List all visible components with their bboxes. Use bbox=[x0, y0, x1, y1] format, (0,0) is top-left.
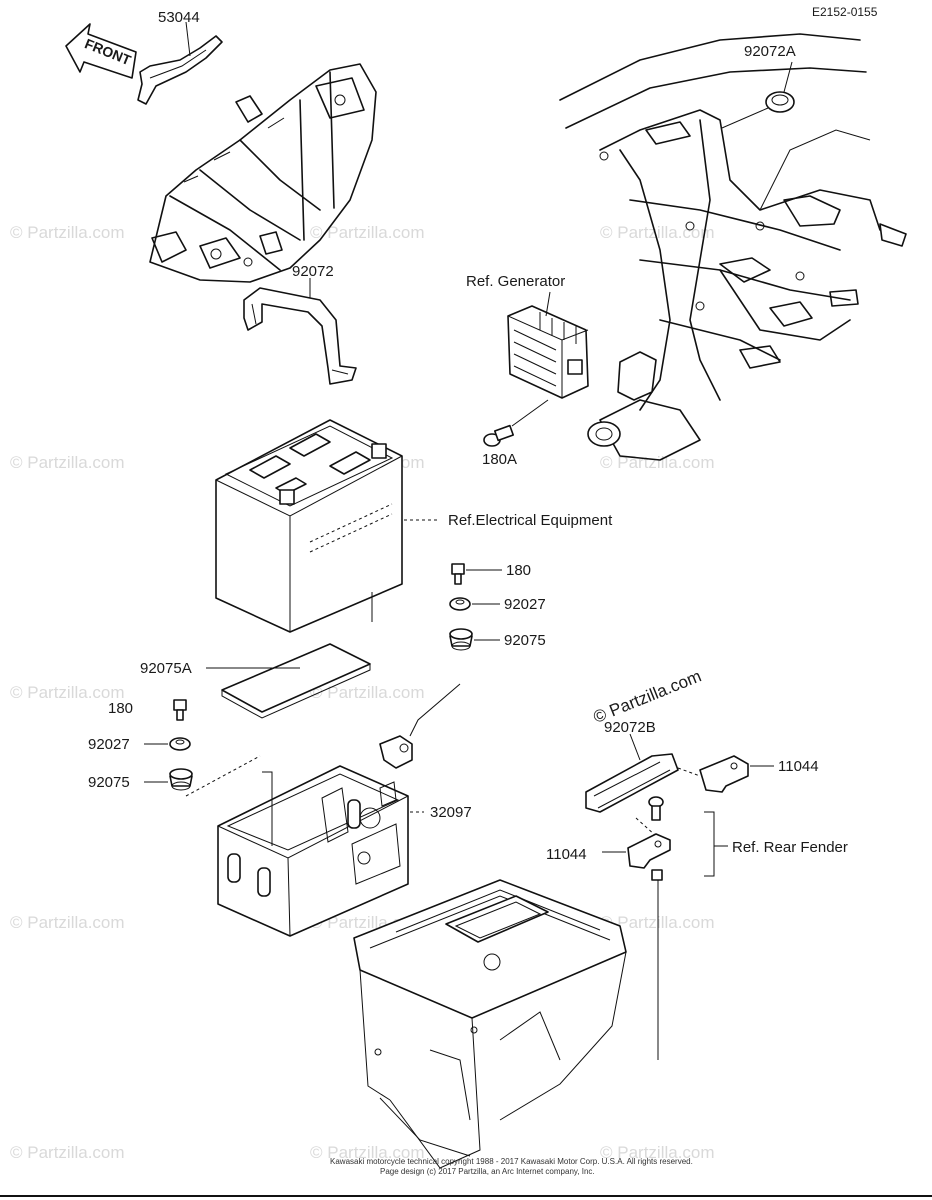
footer-design: Page design (c) 2017 Partzilla, an Arc I… bbox=[380, 1167, 595, 1176]
leader-strap-bracket bbox=[677, 767, 701, 777]
watermark-prominent: © Partzilla.com bbox=[591, 666, 704, 727]
watermark: © Partzilla.com bbox=[10, 223, 125, 242]
part-92072-strap[interactable] bbox=[243, 287, 357, 385]
callout-11044-left[interactable]: 11044 bbox=[546, 846, 587, 863]
watermark: © Partzilla.com bbox=[600, 453, 715, 472]
callout-92027-right[interactable]: 92027 bbox=[504, 596, 546, 613]
part-53044-bracket[interactable] bbox=[137, 35, 223, 105]
part-180A-bolt[interactable] bbox=[483, 424, 515, 447]
watermark-layer: © Partzilla.com © Partzilla.com © Partzi… bbox=[10, 223, 715, 1162]
leader-bolt-center bbox=[635, 817, 657, 837]
rear-fender-assembly bbox=[353, 879, 627, 1169]
callout-92072B[interactable]: 92072B bbox=[604, 719, 656, 736]
watermark: © Partzilla.com bbox=[310, 1143, 425, 1162]
watermark: © Partzilla.com bbox=[310, 223, 425, 242]
watermark: © Partzilla.com bbox=[600, 1143, 715, 1162]
part-92075-damper-left[interactable] bbox=[169, 768, 193, 791]
leader-92072A-frame bbox=[721, 107, 769, 129]
callout-92072A[interactable]: 92072A bbox=[744, 43, 796, 60]
leader-180A bbox=[511, 399, 549, 427]
watermark: © Partzilla.com bbox=[10, 1143, 125, 1162]
battery[interactable] bbox=[215, 419, 403, 633]
watermark: © Partzilla.com bbox=[10, 683, 125, 702]
callout-92027-left[interactable]: 92027 bbox=[88, 736, 130, 753]
regulator-rectifier[interactable] bbox=[507, 305, 589, 399]
part-11044-bracket-left[interactable] bbox=[627, 833, 671, 869]
main-frame-assembly bbox=[559, 33, 907, 461]
part-180-bolt-left[interactable] bbox=[173, 699, 187, 721]
callout-92075A[interactable]: 92075A bbox=[140, 660, 192, 677]
part-92075A-pad[interactable] bbox=[221, 643, 371, 719]
part-nut[interactable] bbox=[651, 869, 663, 881]
part-92075-damper-right[interactable] bbox=[449, 628, 473, 651]
callout-ref-electrical[interactable]: Ref.Electrical Equipment bbox=[448, 512, 613, 529]
part-92027-collar-right[interactable] bbox=[449, 597, 471, 611]
watermark: © Partzilla.com bbox=[10, 453, 125, 472]
footer-copyright: Kawasaki motorcycle technical copyright … bbox=[330, 1157, 693, 1166]
part-bolt-center[interactable] bbox=[648, 796, 664, 821]
diagram-ref-code: E2152-0155 bbox=[812, 5, 878, 19]
front-frame-assembly bbox=[149, 63, 377, 283]
leader-92072B bbox=[629, 733, 641, 761]
watermark: © Partzilla.com bbox=[310, 683, 425, 702]
leader-92072A bbox=[783, 61, 793, 93]
leader-ref-generator bbox=[545, 291, 551, 317]
callout-92075-left[interactable]: 92075 bbox=[88, 774, 130, 791]
callout-180-right[interactable]: 180 bbox=[506, 562, 531, 579]
watermark: © Partzilla.com bbox=[10, 913, 125, 932]
callout-180-left[interactable]: 180 bbox=[108, 700, 133, 717]
callout-11044-right[interactable]: 11044 bbox=[778, 758, 819, 775]
callout-ref-rear-fender[interactable]: Ref. Rear Fender bbox=[732, 839, 848, 856]
front-arrow-icon: FRONT bbox=[65, 23, 137, 79]
callout-92072[interactable]: 92072 bbox=[292, 263, 334, 280]
callout-53044[interactable]: 53044 bbox=[158, 9, 200, 26]
part-92027-collar-left[interactable] bbox=[169, 737, 191, 751]
leader-53044 bbox=[185, 21, 191, 57]
callout-32097[interactable]: 32097 bbox=[430, 804, 472, 821]
callout-92075-right[interactable]: 92075 bbox=[504, 632, 546, 649]
callout-ref-generator[interactable]: Ref. Generator bbox=[466, 273, 565, 290]
part-32097-battery-case[interactable] bbox=[217, 683, 461, 937]
part-92072A-clamp[interactable] bbox=[765, 91, 795, 113]
part-92072B-strap[interactable] bbox=[585, 753, 679, 813]
callout-180A[interactable]: 180A bbox=[482, 451, 517, 468]
part-180-bolt-right[interactable] bbox=[451, 563, 465, 585]
leader-damper-path bbox=[185, 755, 261, 797]
part-11044-bracket-right[interactable] bbox=[699, 755, 749, 793]
leader-ref-rear-fender bbox=[704, 811, 728, 877]
watermark: © Partzilla.com bbox=[600, 913, 715, 932]
